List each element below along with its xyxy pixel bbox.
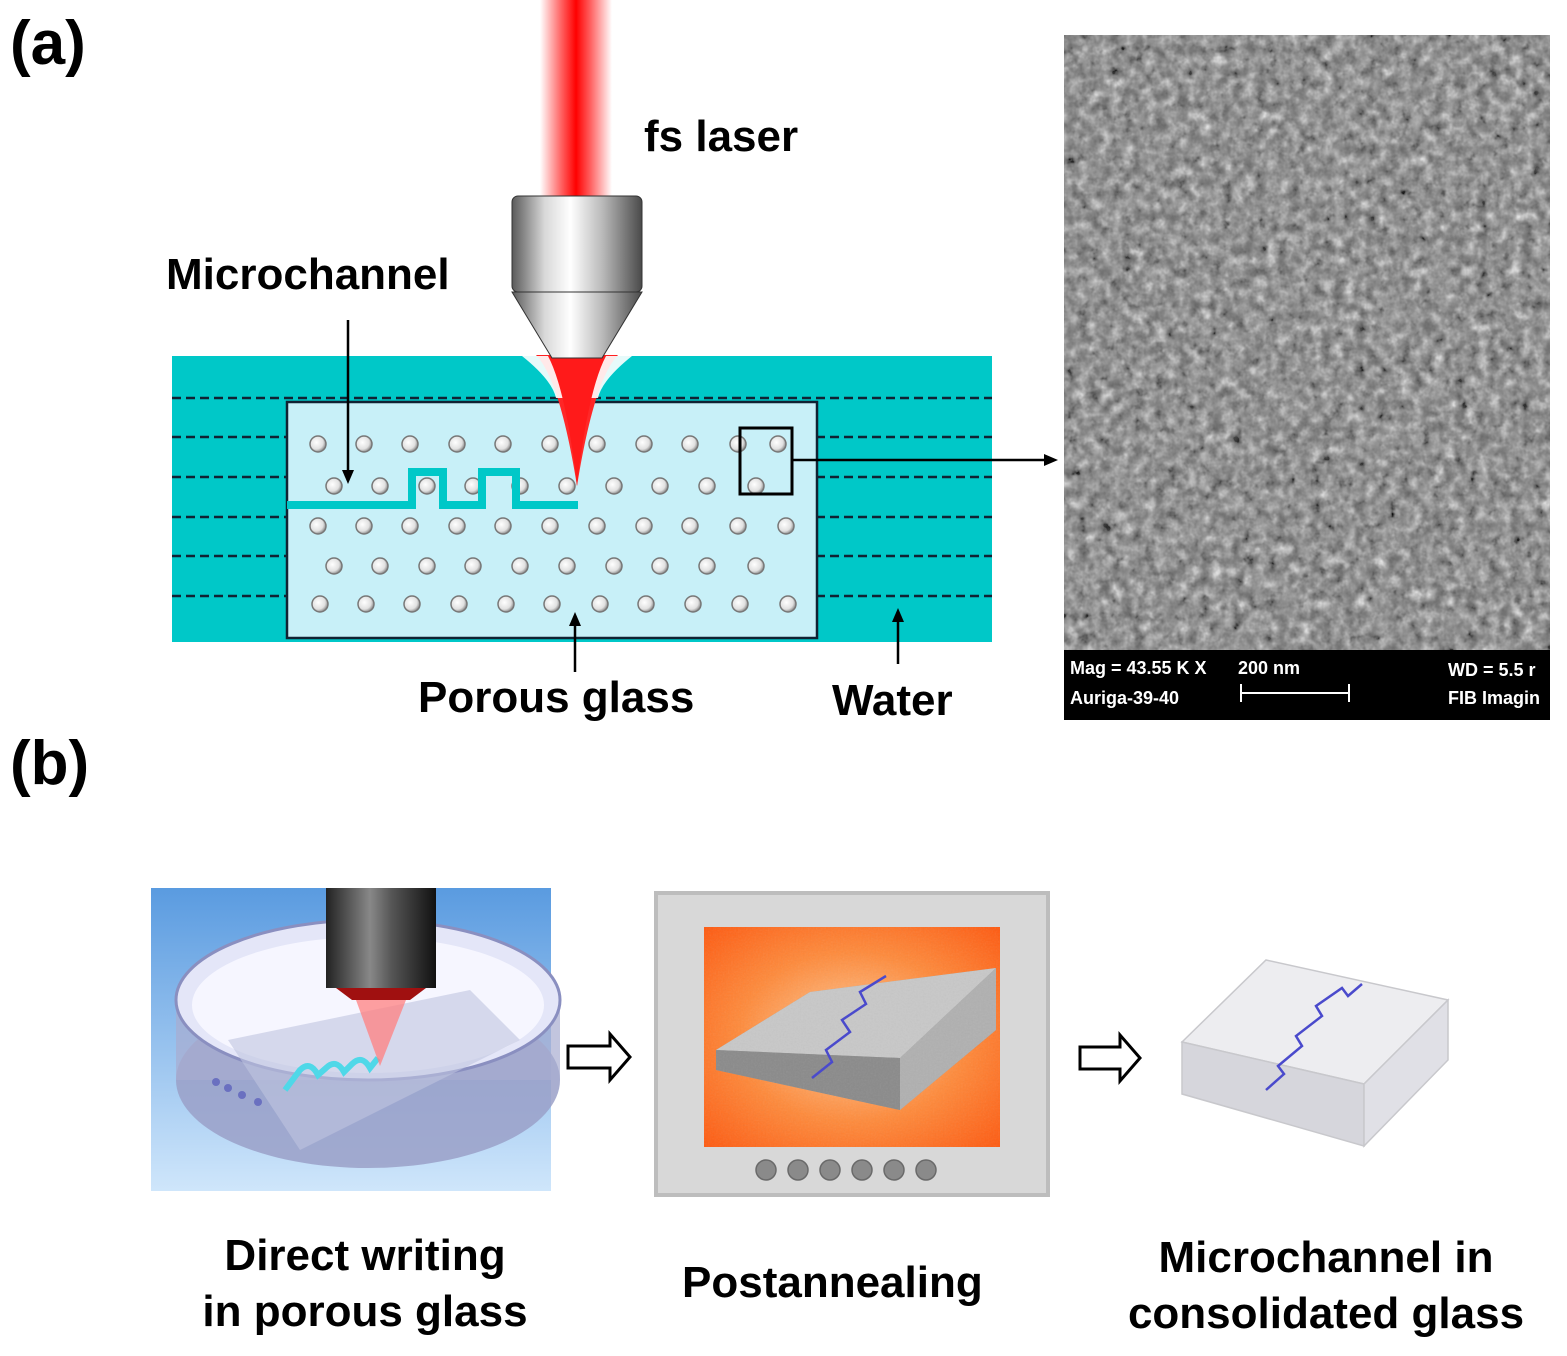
pore [401, 517, 419, 535]
pore [401, 435, 419, 453]
pore [543, 595, 561, 613]
pore [684, 595, 702, 613]
furnace-button [883, 1159, 905, 1181]
pore [325, 477, 343, 495]
sem-scale-bar [1240, 692, 1350, 694]
pore [558, 477, 576, 495]
pore [681, 517, 699, 535]
pore [769, 435, 787, 453]
pore [698, 557, 716, 575]
step3-illustration [1180, 959, 1450, 1148]
pore [418, 477, 436, 495]
furnace-button [819, 1159, 841, 1181]
pore [651, 557, 669, 575]
pore [779, 595, 797, 613]
pore [497, 595, 515, 613]
pore [605, 557, 623, 575]
pore [325, 557, 343, 575]
pore [588, 517, 606, 535]
pore [448, 435, 466, 453]
pore [558, 557, 576, 575]
furnace-buttons [755, 1159, 937, 1181]
pore [371, 557, 389, 575]
sem-info-bar: Mag = 43.55 K X 200 nm WD = 5.5 r Auriga… [1064, 650, 1550, 720]
pore [635, 517, 653, 535]
microchannel-path [287, 468, 578, 509]
pore [747, 557, 765, 575]
sem-mag: Mag = 43.55 K X [1070, 658, 1207, 678]
sem-scale: 200 nm [1238, 658, 1301, 678]
pore [777, 517, 795, 535]
furnace-button [851, 1159, 873, 1181]
pore [747, 477, 765, 495]
pore [448, 517, 466, 535]
pore [698, 477, 716, 495]
pore [635, 435, 653, 453]
pore [418, 557, 436, 575]
step1-caption: Direct writing in porous glass [150, 1228, 580, 1341]
pore [494, 435, 512, 453]
step2-illustration [654, 891, 1050, 1197]
panel-a-label: (a) [10, 9, 86, 78]
pore [371, 477, 389, 495]
pore-grid [309, 435, 797, 613]
step2-caption: Postannealing [682, 1258, 983, 1307]
sem-wd: WD = 5.5 r [1448, 660, 1536, 680]
pore [591, 595, 609, 613]
furnace-button [755, 1159, 777, 1181]
pore [403, 595, 421, 613]
pore [731, 595, 749, 613]
pore [681, 435, 699, 453]
pore [605, 477, 623, 495]
furnace-button [915, 1159, 937, 1181]
porous-glass-label: Porous glass [418, 673, 695, 722]
pore [309, 517, 327, 535]
sem-name: Auriga-39-40 [1070, 688, 1180, 708]
step3-caption: Microchannel in consolidated glass [1106, 1230, 1546, 1343]
microchannel-label: Microchannel [166, 250, 450, 299]
furnace-button [787, 1159, 809, 1181]
step3-caption-line2: consolidated glass [1127, 1289, 1525, 1339]
pore [311, 595, 329, 613]
pore [357, 595, 375, 613]
sem-detector: FIB Imagin [1448, 688, 1541, 708]
pore [309, 435, 327, 453]
fs-laser-label: fs laser [644, 112, 799, 161]
pore [355, 517, 373, 535]
pore [729, 517, 747, 535]
step1-caption-line2: in porous glass [202, 1287, 528, 1337]
pore [729, 435, 747, 453]
porous-glass-arrowhead [569, 612, 581, 626]
laser-focus-cone-inner [548, 356, 606, 486]
water-arrowhead [892, 608, 904, 622]
pore [651, 477, 669, 495]
pore [541, 517, 559, 535]
sem-image [1064, 35, 1550, 650]
laser-beam [540, 0, 612, 200]
pore [541, 435, 559, 453]
objective-body [511, 195, 643, 293]
step-arrow-2 [1078, 1030, 1142, 1086]
pore [464, 557, 482, 575]
objective-tip [511, 291, 643, 359]
step1-illustration [151, 888, 562, 1191]
sem-scale-bar-tick-left [1240, 684, 1242, 702]
sem-scale-bar-tick-right [1348, 684, 1350, 702]
pore [450, 595, 468, 613]
pore [637, 595, 655, 613]
step1-caption-line1: Direct writing [224, 1231, 506, 1280]
pore [355, 435, 373, 453]
pore [494, 517, 512, 535]
water-label: Water [832, 676, 953, 725]
step-arrow-1 [566, 1029, 632, 1085]
pore [588, 435, 606, 453]
panel-b-label: (b) [10, 729, 90, 798]
magnify-arrowhead [1044, 454, 1058, 466]
pore [511, 557, 529, 575]
microchannel-arrowhead [342, 470, 354, 484]
step3-caption-line1: Microchannel in [1158, 1233, 1494, 1282]
